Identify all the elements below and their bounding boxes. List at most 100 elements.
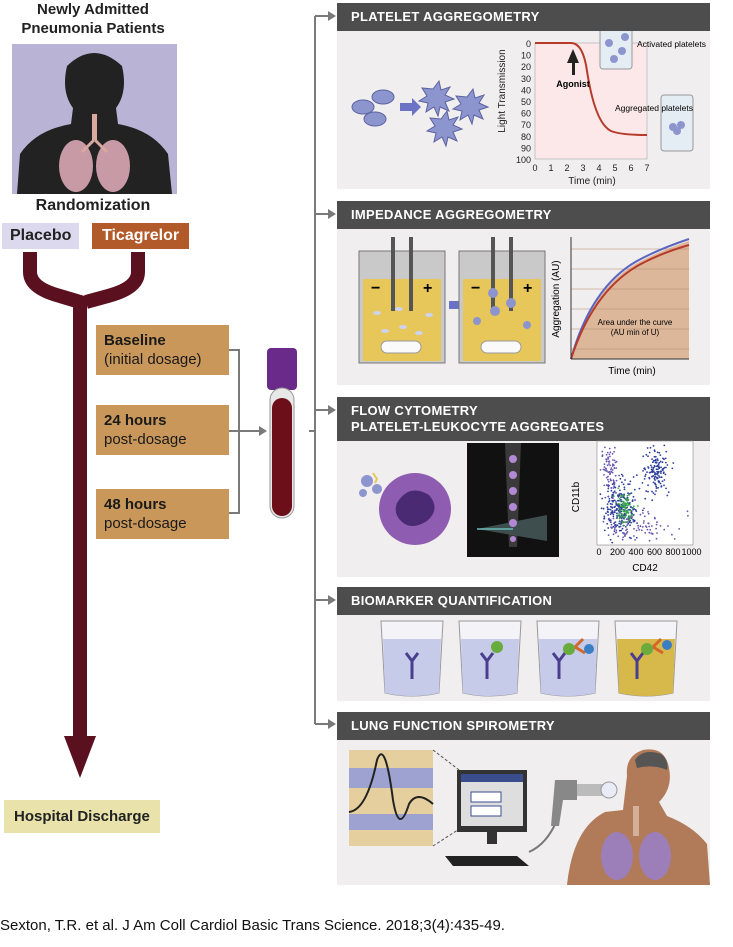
scatter-point: [606, 503, 609, 505]
scatter-point: [607, 534, 610, 536]
scatter-point: [626, 521, 629, 523]
scatter-point: [644, 497, 647, 500]
scatter-point: [663, 444, 666, 447]
scatter-point: [624, 502, 627, 505]
scatter-point: [642, 522, 645, 524]
scatter-point: [599, 493, 602, 496]
scatter-point: [660, 485, 663, 488]
x-axis-label: Time (min): [568, 176, 615, 187]
aggregated-label: Aggregated platelets: [615, 103, 693, 113]
scatter-point: [633, 519, 636, 522]
scatter-point: [603, 466, 606, 468]
scatter-point: [655, 465, 658, 468]
scatter-point: [653, 449, 656, 451]
scatter-point: [626, 505, 629, 507]
scatter-point: [627, 522, 630, 525]
scatter-point: [612, 513, 615, 516]
scatter-point: [656, 451, 659, 454]
scatter-point: [643, 478, 646, 480]
scatter-point: [623, 488, 626, 491]
agonist-label: Agonist: [556, 79, 590, 89]
scatter-point: [607, 514, 609, 516]
scatter-point: [639, 525, 642, 527]
scatter-point: [656, 458, 659, 460]
x-tick-label: 7: [644, 163, 649, 173]
scatter-point: [615, 467, 618, 469]
scatter-point: [661, 480, 664, 483]
scatter-point: [655, 537, 658, 540]
timepoint-24h: 24 hours post-dosage: [96, 405, 229, 455]
scatter-point: [609, 455, 611, 458]
scatter-point: [633, 488, 636, 491]
scatter-point: [651, 499, 654, 502]
scatter-point: [600, 507, 603, 510]
scatter-point: [621, 475, 624, 477]
scatter-point: [610, 479, 612, 482]
scatter-point: [609, 464, 611, 467]
scatter-point: [642, 455, 645, 458]
x-tick-label: 600: [647, 547, 662, 557]
scatter-point: [663, 479, 666, 481]
scatter-point: [644, 468, 647, 471]
scatter-point: [671, 533, 673, 536]
scatter-point: [648, 451, 651, 454]
scatter-point: [630, 521, 632, 524]
scatter-point: [606, 464, 609, 467]
scatter-point: [639, 513, 642, 516]
scatter-point: [649, 528, 652, 531]
scatter-point: [614, 532, 617, 534]
scatter-point: [647, 490, 649, 493]
scatter-point: [655, 527, 657, 530]
study-flow-trunk: [23, 252, 145, 778]
scatter-point: [623, 494, 626, 497]
scatter-point: [656, 473, 658, 475]
scatter-point: [623, 486, 626, 489]
scatter-point: [608, 497, 611, 500]
scatter-point: [612, 491, 615, 494]
citation: Sexton, T.R. et al. J Am Coll Cardiol Ba…: [0, 917, 505, 934]
scatter-point: [663, 466, 666, 469]
scatter-point: [615, 479, 618, 482]
panel-title: IMPEDANCE AGGREGOMETRY: [337, 201, 710, 229]
scatter-point: [666, 494, 669, 497]
header-title: Newly Admitted Pneumonia Patients: [21, 1, 165, 37]
y-tick-label: 20: [521, 62, 531, 72]
svg-text:−: −: [471, 280, 480, 297]
y-axis-label: Aggregation (AU): [551, 260, 562, 337]
scatter-point: [632, 518, 634, 521]
scatter-point: [651, 470, 654, 473]
scatter-point: [647, 455, 649, 458]
scatter-point: [604, 467, 607, 470]
scatter-point: [624, 506, 627, 509]
scatter-point: [617, 487, 620, 489]
scatter-point: [627, 483, 630, 486]
scatter-point: [601, 455, 604, 458]
x-axis-label: Time (min): [608, 366, 655, 377]
x-tick-label: 200: [610, 547, 625, 557]
y-tick-label: 50: [521, 97, 531, 107]
scatter-point: [653, 477, 656, 480]
scatter-point: [611, 503, 613, 506]
scatter-point: [628, 516, 630, 519]
scatter-point: [647, 511, 649, 513]
scatter-point: [648, 531, 651, 534]
scatter-point: [637, 527, 640, 529]
scatter-point: [608, 453, 611, 456]
scatter-point: [660, 466, 662, 469]
scatter-point: [631, 516, 634, 518]
scatter-point: [649, 446, 652, 449]
y-tick-label: 90: [521, 143, 531, 153]
scatter-point: [630, 492, 633, 494]
scatter-point: [653, 455, 656, 458]
scatter-point: [650, 466, 653, 469]
scatter-point: [608, 463, 610, 465]
scatter-point: [610, 470, 613, 473]
x-tick-label: 1000: [681, 547, 701, 557]
scatter-point: [664, 457, 667, 460]
y-tick-label: 80: [521, 132, 531, 142]
x-axis-label: CD42: [632, 563, 658, 574]
scatter-point: [610, 523, 613, 526]
scatter-point: [657, 470, 660, 473]
y-tick-label: 30: [521, 74, 531, 84]
scatter-point: [647, 467, 650, 469]
